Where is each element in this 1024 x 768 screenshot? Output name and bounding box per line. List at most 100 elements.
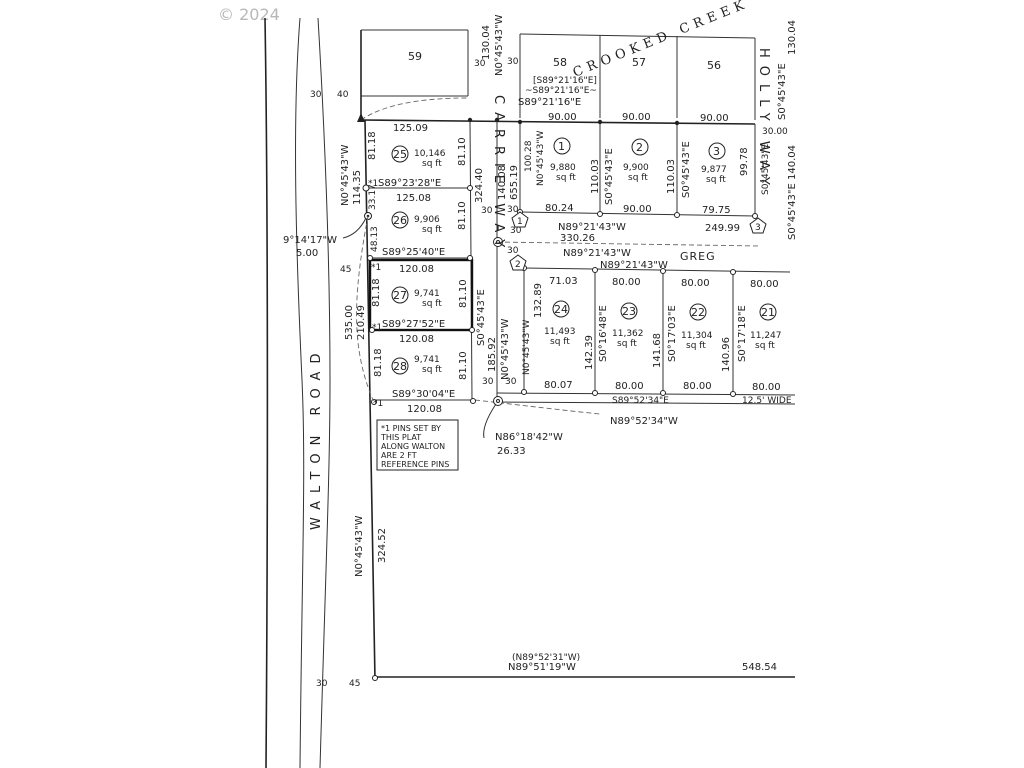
svg-text:S89°25'40"E: S89°25'40"E: [382, 247, 445, 258]
svg-text:81.18: 81.18: [367, 131, 378, 160]
svg-text:*1 PINS SET BY: *1 PINS SET BY: [381, 424, 441, 433]
svg-text:N89°51'19"W: N89°51'19"W: [508, 662, 576, 673]
lot-21-number: 21: [761, 306, 775, 319]
svg-text:S0°17'18"E: S0°17'18"E: [737, 305, 748, 362]
svg-text:9,741: 9,741: [414, 355, 440, 365]
svg-text:90.00: 90.00: [700, 113, 729, 124]
svg-text:S0°45'43"E: S0°45'43"E: [681, 141, 692, 198]
lot-27-highlight: [368, 258, 474, 332]
svg-text:80.00: 80.00: [612, 277, 641, 288]
svg-text:N86°18'42"W: N86°18'42"W: [495, 432, 563, 443]
svg-text:9,900: 9,900: [623, 163, 649, 173]
svg-text:11,493: 11,493: [544, 327, 576, 337]
svg-text:80.07: 80.07: [544, 380, 573, 391]
svg-text:130.04: 130.04: [787, 20, 798, 55]
svg-text:1: 1: [517, 217, 523, 227]
svg-text:90.00: 90.00: [622, 112, 651, 123]
svg-text:120.08: 120.08: [407, 404, 442, 415]
lots-56-58-outline: [519, 33, 756, 120]
lot-24-number: 24: [554, 303, 568, 316]
svg-text:N89°21'43"W: N89°21'43"W: [558, 222, 626, 233]
lot-26-number: 26: [393, 214, 407, 227]
svg-text:40: 40: [337, 90, 349, 100]
lot-28-number: 28: [393, 360, 407, 373]
reference-pin-labels: *1 *1 *1 *1: [368, 179, 383, 409]
svg-text:80.00: 80.00: [615, 381, 644, 392]
svg-text:N0°45'43"W: N0°45'43"W: [340, 144, 351, 206]
svg-text:REFERENCE PINS: REFERENCE PINS: [381, 460, 449, 469]
svg-text:9,741: 9,741: [414, 289, 440, 299]
svg-text:185.92: 185.92: [487, 337, 498, 372]
walton-road-lines: [264, 17, 331, 768]
crooked-creek-label: CROOKED CREEK: [571, 0, 751, 81]
svg-text:~S89°21'16"E~: ~S89°21'16"E~: [525, 86, 597, 96]
svg-text:81.10: 81.10: [457, 137, 468, 166]
svg-text:ARE 2 FT: ARE 2 FT: [381, 451, 417, 460]
svg-text:sq ft: sq ft: [755, 341, 775, 351]
svg-text:140.96: 140.96: [721, 337, 732, 372]
greg-street-label: GREG: [680, 250, 716, 263]
svg-text:S0°17'03"E: S0°17'03"E: [667, 305, 678, 362]
svg-text:249.99: 249.99: [705, 223, 740, 234]
svg-text:125.08: 125.08: [396, 193, 431, 204]
svg-text:80.00: 80.00: [681, 278, 710, 289]
svg-text:2: 2: [515, 260, 521, 270]
svg-text:90.00: 90.00: [548, 112, 577, 123]
walton-road-label: WALTON ROAD: [309, 346, 324, 530]
lot-27-number: 27: [393, 289, 407, 302]
svg-text:330.26: 330.26: [560, 233, 595, 244]
north-corner-marker: [357, 113, 365, 122]
svg-text:N0°45'43"W: N0°45'43"W: [500, 318, 511, 380]
svg-text:9°14'17"W: 9°14'17"W: [283, 235, 337, 246]
survey-pins: [362, 117, 758, 681]
svg-text:9,906: 9,906: [414, 215, 440, 225]
svg-text:324.40: 324.40: [474, 168, 485, 203]
lot-25-number: 25: [393, 148, 407, 161]
svg-text:N0°45'43"W: N0°45'43"W: [494, 14, 505, 76]
svg-text:sq ft: sq ft: [422, 225, 442, 235]
svg-text:THIS PLAT: THIS PLAT: [380, 433, 421, 442]
svg-text:S0°45'43"E: S0°45'43"E: [476, 289, 487, 346]
svg-text:45: 45: [340, 265, 351, 275]
svg-text:sq ft: sq ft: [617, 339, 637, 349]
lots-21-24-outline: [496, 267, 796, 396]
svg-text:100.28: 100.28: [524, 140, 534, 172]
svg-text:30: 30: [310, 90, 322, 100]
svg-text:(N89°52'31"W): (N89°52'31"W): [512, 653, 580, 663]
svg-text:sq ft: sq ft: [628, 173, 648, 183]
svg-text:80.00: 80.00: [752, 382, 781, 393]
vertical-dimensions: N0°45'43"W 114.35 81.18 33.17 48.13 81.1…: [340, 14, 798, 577]
svg-text:81.10: 81.10: [458, 351, 469, 380]
svg-text:125.09: 125.09: [393, 123, 428, 134]
svg-text:30.00: 30.00: [762, 127, 788, 137]
svg-text:81.18: 81.18: [371, 278, 382, 307]
wide-strip-line: [496, 401, 796, 405]
svg-text:sq ft: sq ft: [422, 299, 442, 309]
lot-22-number: 22: [691, 306, 705, 319]
lot-59-outline: [361, 29, 469, 97]
svg-text:*1: *1: [373, 399, 383, 409]
greg-centerline: [496, 241, 761, 247]
lot-2-number: 2: [636, 141, 643, 154]
svg-text:N89°52'34"W: N89°52'34"W: [610, 416, 678, 427]
svg-text:324.52: 324.52: [377, 528, 388, 563]
svg-text:10,146: 10,146: [414, 149, 446, 159]
svg-text:N0°45'43"W: N0°45'43"W: [354, 515, 365, 577]
svg-text:33.17: 33.17: [368, 184, 378, 210]
svg-text:45: 45: [349, 679, 360, 689]
svg-text:140.08: 140.08: [497, 165, 508, 200]
svg-text:79.75: 79.75: [702, 205, 731, 216]
svg-text:26.33: 26.33: [497, 446, 526, 457]
west-dashed-tie: [356, 215, 374, 401]
svg-text:S89°27'52"E: S89°27'52"E: [382, 319, 445, 330]
svg-text:120.08: 120.08: [399, 264, 434, 275]
svg-text:sq ft: sq ft: [422, 159, 442, 169]
svg-text:655.19: 655.19: [509, 165, 520, 200]
holly-way-label: HOLLY WAY: [756, 48, 771, 193]
svg-text:S0°45'43"E: S0°45'43"E: [777, 63, 788, 120]
svg-text:3: 3: [755, 223, 761, 233]
svg-text:30: 30: [482, 377, 494, 387]
svg-text:S89°30'04"E: S89°30'04"E: [392, 389, 455, 400]
lot-number-circles: [391, 137, 777, 375]
